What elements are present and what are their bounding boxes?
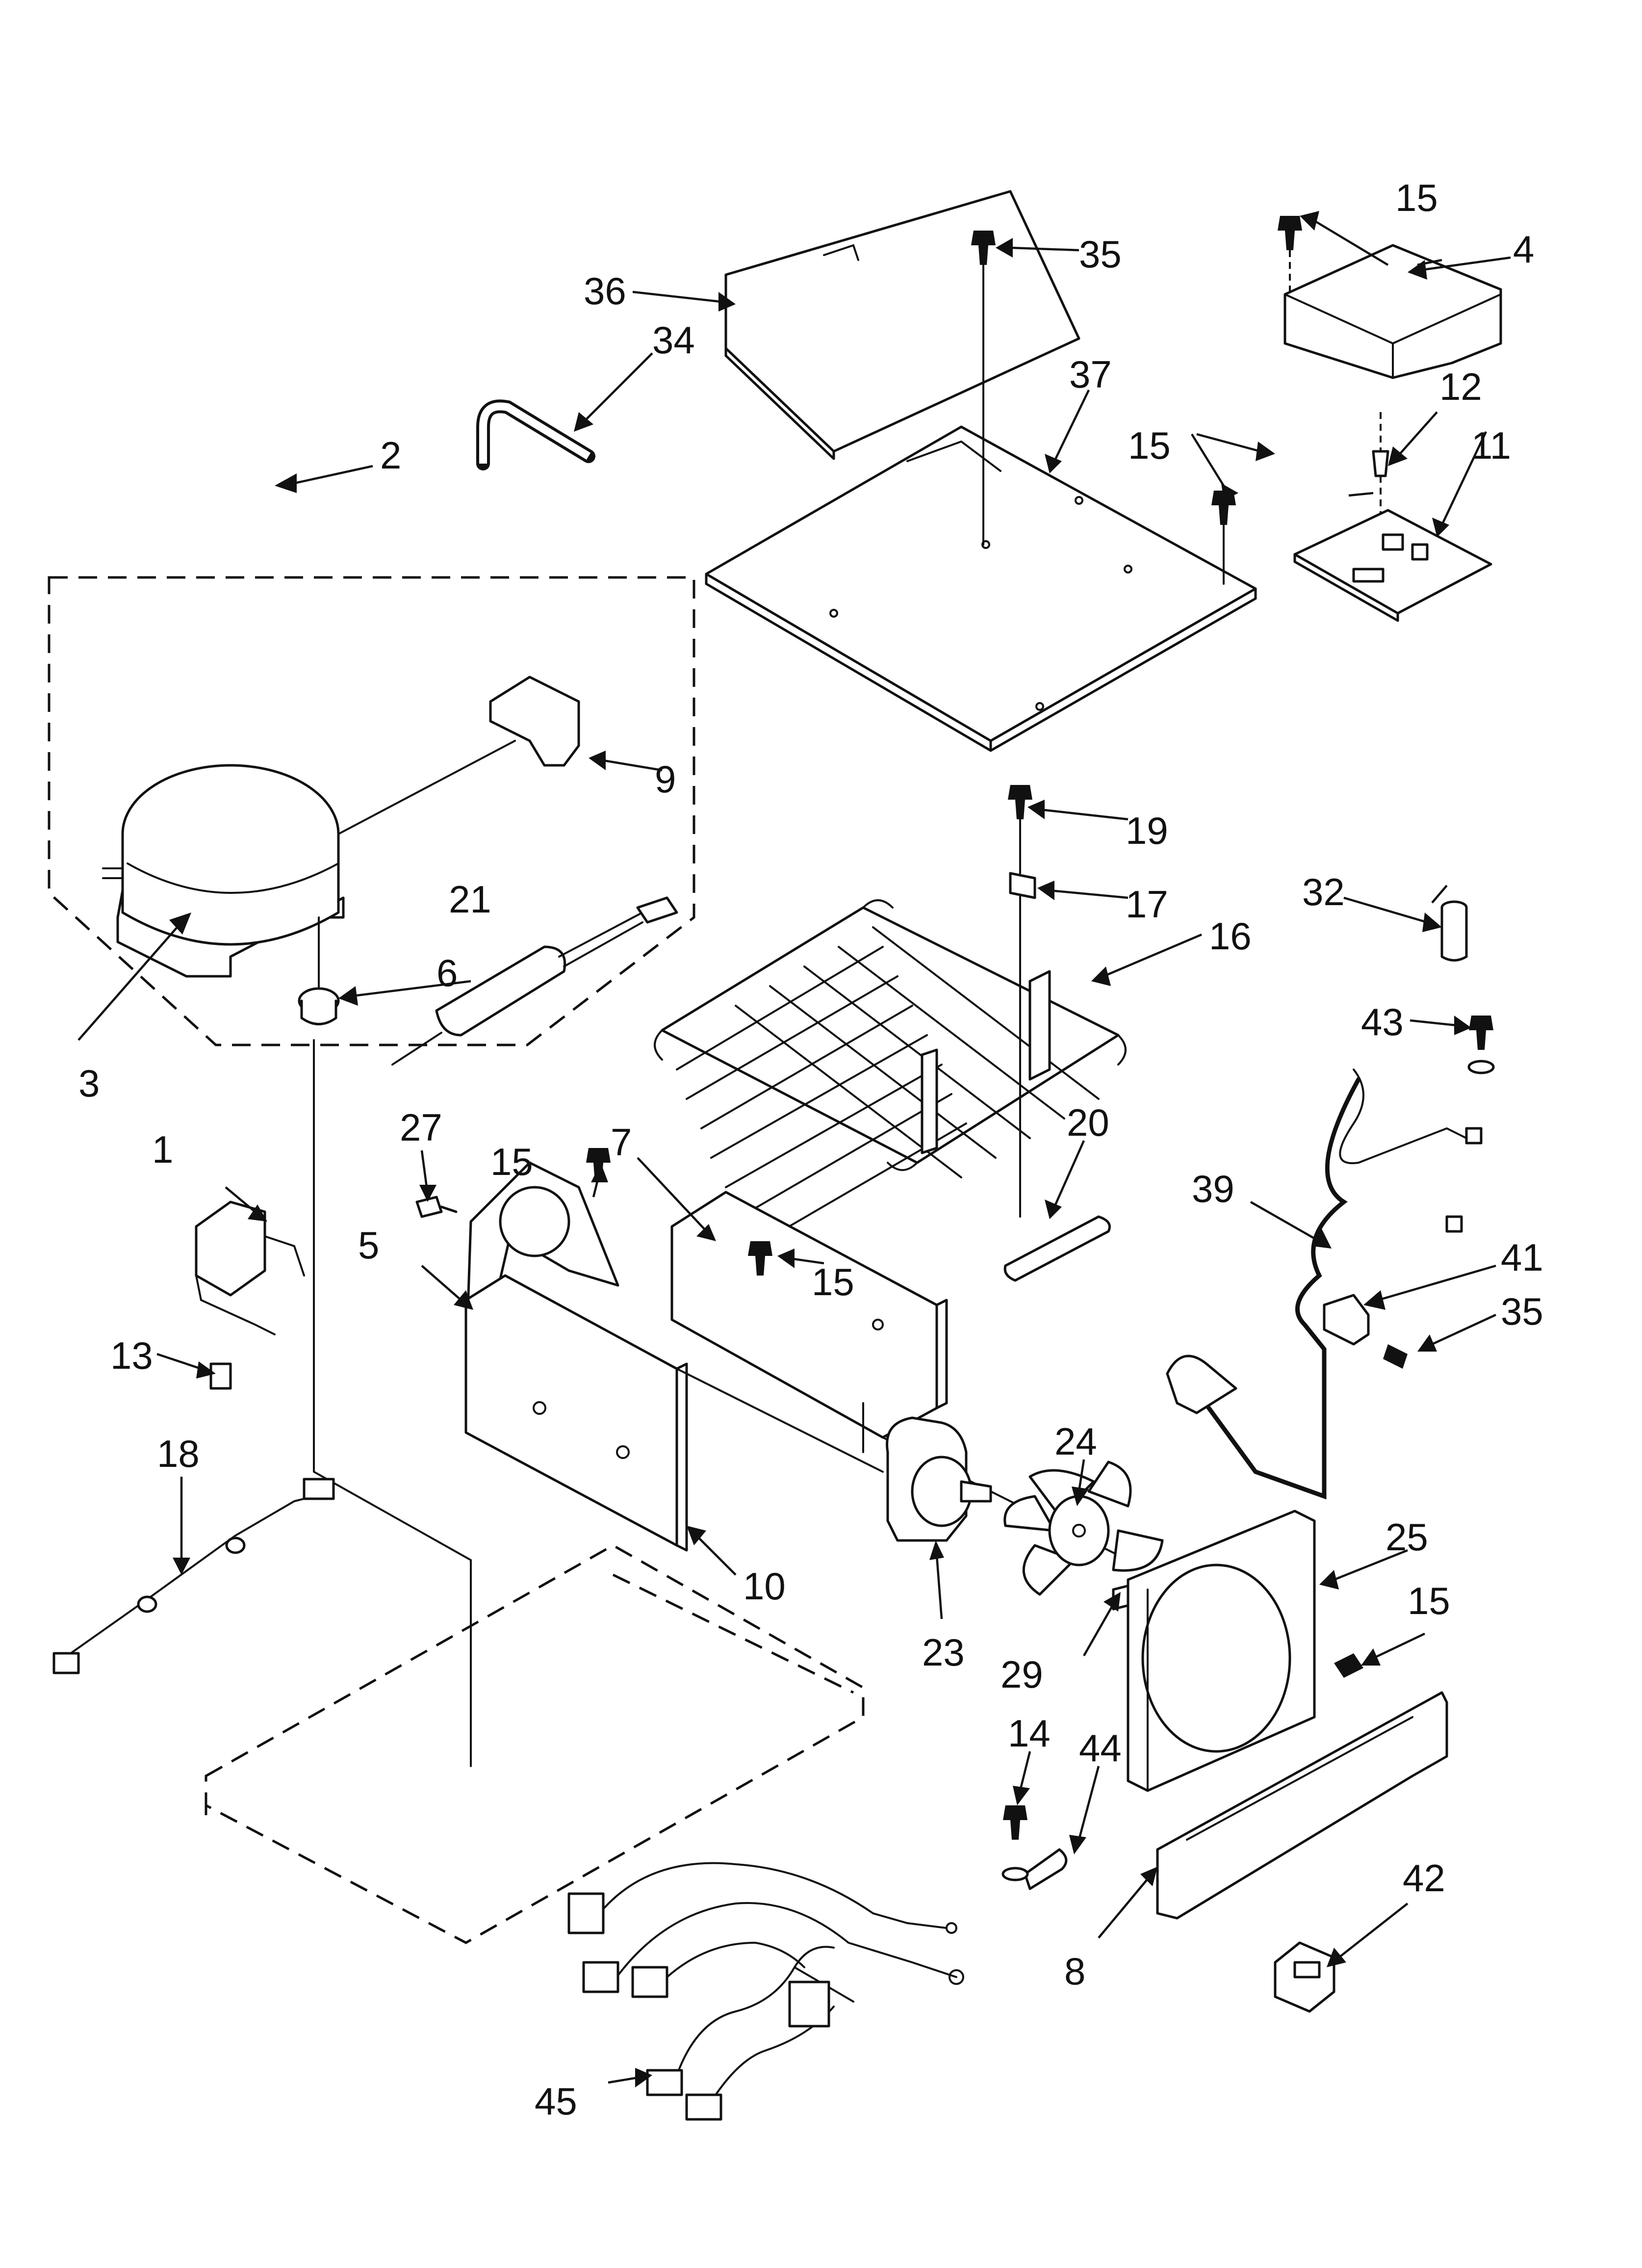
- callout-18: 18: [157, 1432, 200, 1475]
- callout-34: 34: [652, 318, 695, 362]
- callout-5: 5: [358, 1224, 379, 1267]
- callout-9: 9: [655, 757, 676, 801]
- fan-motor-23: [886, 1416, 992, 1542]
- callout-35-clamp: 35: [1501, 1290, 1543, 1333]
- screw-14: [1003, 1805, 1027, 1840]
- callout-7: 7: [611, 1121, 632, 1164]
- bolt-27: [415, 1196, 458, 1218]
- compressor-assembly-outline: [48, 576, 695, 1046]
- screw-15-shroud: [1334, 1653, 1368, 1678]
- callout-14: 14: [1008, 1712, 1051, 1755]
- clip-17: [1009, 872, 1036, 899]
- callout-1: 1: [152, 1128, 173, 1171]
- clamp-41: [1323, 1294, 1370, 1346]
- callout-35-top: 35: [1079, 233, 1122, 276]
- callout-36: 36: [584, 269, 626, 313]
- pin-32: [1440, 900, 1468, 962]
- cover-4: [1283, 244, 1502, 379]
- callout-10: 10: [743, 1564, 786, 1608]
- callout-27: 27: [400, 1106, 442, 1149]
- callout-24: 24: [1054, 1420, 1097, 1463]
- strap-44: [1024, 1848, 1068, 1890]
- callout-25: 25: [1385, 1515, 1428, 1559]
- callout-20: 20: [1067, 1101, 1109, 1144]
- callout-15-plate: 15: [1128, 424, 1171, 467]
- callout-15-bracket-7: 15: [812, 1260, 854, 1303]
- screw-15-plate: [1211, 491, 1236, 525]
- tie-wrap-20: [1003, 1215, 1111, 1282]
- screw-15-cover: [1278, 216, 1302, 250]
- callout-17: 17: [1126, 883, 1168, 926]
- transformer-1: [195, 1200, 305, 1335]
- callout-13: 13: [110, 1334, 153, 1377]
- callout-3: 3: [78, 1062, 100, 1105]
- base-pan-inner-edge: [205, 1573, 854, 1815]
- drier-21: [391, 896, 678, 1066]
- callout-42: 42: [1403, 1856, 1445, 1900]
- callout-44: 44: [1079, 1726, 1122, 1770]
- callout-15-bracket-5: 15: [490, 1140, 533, 1183]
- callout-11: 11: [1471, 424, 1511, 467]
- callout-6: 6: [436, 951, 458, 994]
- cover-36: [724, 190, 1080, 460]
- callout-21: 21: [449, 878, 491, 921]
- overload-9: [489, 676, 580, 767]
- callout-12: 12: [1439, 365, 1482, 408]
- callout-15-shroud: 15: [1408, 1579, 1450, 1622]
- screw-35-clamp: [1383, 1344, 1417, 1369]
- screw-35-top-head: [971, 231, 996, 265]
- screw-43: [1469, 1016, 1493, 1050]
- tube-34: [476, 399, 595, 470]
- callout-39: 39: [1192, 1167, 1234, 1210]
- clip-13: [209, 1362, 232, 1390]
- standoff-12: [1372, 450, 1389, 477]
- callout-37: 37: [1069, 353, 1112, 396]
- compressor: [102, 764, 345, 978]
- callout-45: 45: [535, 2080, 577, 2123]
- callout-29: 29: [1001, 1653, 1043, 1696]
- wire-harness-45: [567, 1862, 964, 2121]
- callout-8: 8: [1064, 1950, 1085, 1993]
- shroud-25: [1127, 1510, 1316, 1792]
- screw-15-bracket-7: [748, 1241, 772, 1276]
- bracket-7: [670, 1191, 948, 1439]
- fan-blade-24: [1003, 1460, 1164, 1596]
- callout-43: 43: [1361, 1000, 1404, 1043]
- screw-15-bracket-5: [586, 1148, 611, 1182]
- bracket-10: [464, 1274, 688, 1552]
- callout-2: 2: [380, 434, 401, 477]
- tube-34-core: [479, 402, 591, 464]
- control-board-11: [1293, 509, 1492, 622]
- wire-harness-18: [52, 1478, 335, 1674]
- callout-16: 16: [1209, 914, 1252, 958]
- leader-lines: [77, 211, 1511, 2087]
- screw-19: [1008, 785, 1032, 819]
- callout-32: 32: [1302, 870, 1345, 913]
- switch-42: [1274, 1941, 1335, 2013]
- power-cord-39: [1166, 1069, 1483, 1500]
- callout-15-cover: 15: [1395, 176, 1438, 219]
- callout-4: 4: [1513, 228, 1534, 271]
- evaporator-16: [654, 899, 1127, 1247]
- callout-23: 23: [922, 1631, 965, 1674]
- plate-37: [705, 425, 1257, 752]
- bracket-8: [1156, 1691, 1448, 1920]
- callout-19: 19: [1126, 809, 1168, 852]
- callout-41: 41: [1501, 1236, 1543, 1279]
